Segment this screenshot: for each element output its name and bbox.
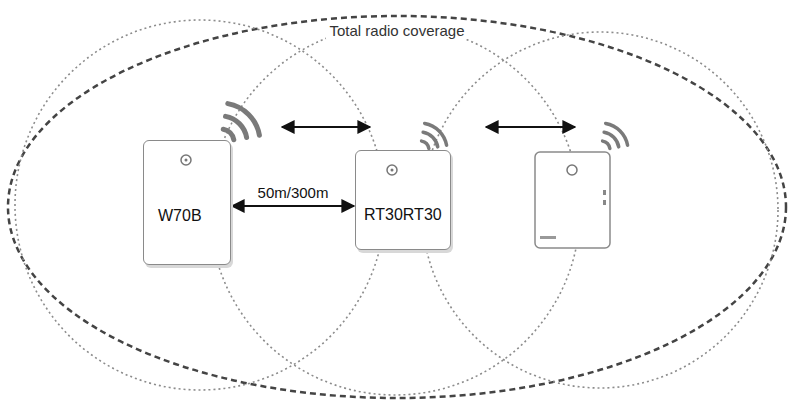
wave-arc bbox=[606, 123, 628, 145]
distance-label: 50m/300m bbox=[256, 184, 331, 201]
total-coverage-ellipse bbox=[8, 16, 786, 398]
link-arrow bbox=[486, 126, 575, 128]
wave-arc bbox=[226, 116, 247, 137]
device-logo bbox=[179, 153, 193, 167]
radio-waves bbox=[223, 104, 627, 149]
wave-arc bbox=[603, 141, 610, 148]
wave-arc bbox=[423, 132, 438, 147]
coverage-circle bbox=[15, 20, 385, 390]
coverage-label: Total radio coverage bbox=[326, 22, 467, 39]
coverage-circle bbox=[210, 25, 580, 395]
wave-arc bbox=[422, 141, 429, 148]
wave-arc bbox=[228, 104, 260, 136]
wave-arc bbox=[223, 129, 234, 140]
repeater-device bbox=[535, 152, 610, 248]
coverage-circle bbox=[422, 32, 778, 388]
device-box: W70B bbox=[143, 140, 231, 265]
range-arrow bbox=[232, 205, 354, 207]
link-arrow bbox=[282, 126, 370, 128]
device-name: RT30RT30 bbox=[364, 206, 442, 224]
wave-arc bbox=[604, 132, 619, 147]
wave-arc bbox=[425, 123, 447, 145]
device-box: RT30RT30 bbox=[355, 150, 451, 250]
device-logo bbox=[385, 163, 399, 177]
device-name: W70B bbox=[158, 207, 202, 225]
